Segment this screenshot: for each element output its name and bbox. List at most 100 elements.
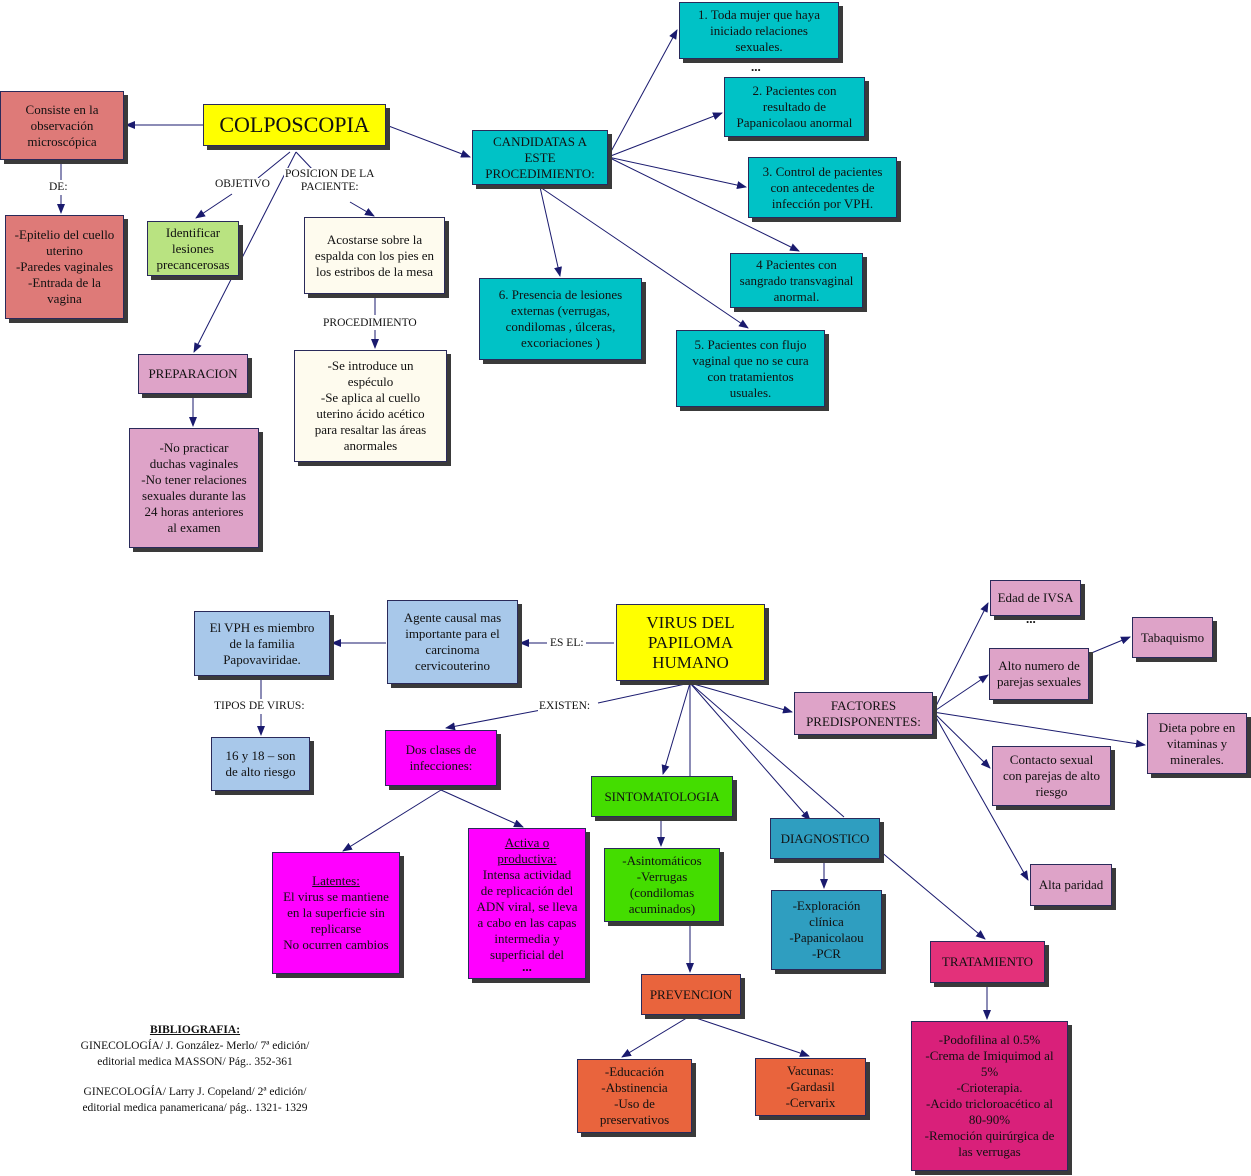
alta-paridad-box: Alta paridad [1030,864,1112,906]
connector [539,186,749,329]
text-line: -Exploración [792,898,861,913]
text-line: Identificar [165,224,221,240]
text-line: anormal. [773,288,820,304]
connector [689,1015,810,1057]
text-line: Papovaviridae. [223,651,301,667]
ellipsis: ... [751,59,761,74]
connector [342,789,442,852]
connector [689,682,811,821]
contacto-box: Contacto sexual con parejas de alto ries… [992,746,1111,806]
text-line: uterino ácido acético [316,406,425,421]
connector [607,29,678,158]
connector [440,789,524,828]
text-line: infecciones: [409,758,473,773]
text-line: a cabo en las capas [477,915,577,930]
bibliografia-title: BIBLIOGRAFIA: [149,1024,241,1036]
procedimiento-label: PROCEDIMIENTO [322,317,418,330]
text-line: de replicación del [480,883,574,898]
agente-box: Agente causal mas importante para el car… [387,600,518,684]
text-line: sexuales durante las [142,488,246,503]
text-line: No ocurren cambios [283,937,389,952]
edad-box: Edad de IVSA [990,580,1081,616]
posicion-label: POSICION DE LA PACIENTE: [284,168,376,194]
diagnostico-title-box: DIAGNOSTICO [770,818,880,859]
connector [689,682,793,714]
tratamiento-title-box: TRATAMIENTO [930,941,1045,983]
text-line: (condilomas [629,885,695,900]
text-line: Acostarse sobre la [326,231,423,247]
infecciones-box: Dos clases de infecciones: [385,730,497,786]
connector [445,709,542,731]
tratamiento-box: -Podofilina al 0.5% -Crema de Imiquimod … [911,1021,1068,1171]
tabaquismo-text: Tabaquismo [1140,629,1205,645]
text-line: de la familia [229,635,295,651]
candidata-3-box: 3. Control de pacientes con antecedentes… [748,157,897,218]
text-line: minerales. [1170,751,1224,767]
text-line: Agente causal mas [403,610,502,625]
text-line: -Epitelio del cuello [14,227,115,242]
text-line: sangrado transvaginal [739,272,854,288]
text-line: externas (verrugas, [511,303,610,318]
alta-paridad-text: Alta paridad [1038,877,1104,892]
latentes-heading: Latentes: [312,873,360,888]
tipos-label: TIPOS DE VIRUS: [213,700,306,713]
tratamiento-title: TRATAMIENTO [941,954,1034,969]
text-line: con parejas de alto [1002,768,1101,783]
text-line: uterino [46,243,83,258]
text-line: sexuales. [735,38,783,54]
sintomas-box: -Asintomáticos -Verrugas (condilomas acu… [604,848,720,922]
activa-box: Activa o productiva: Intensa actividad d… [468,828,586,979]
epitelio-box: -Epitelio del cuello uterino -Paredes va… [5,215,124,319]
text-line: Intensa actividad [482,867,572,882]
text-line: El VPH es miembro [209,619,315,635]
text-line: Contacto sexual [1009,752,1094,767]
factores-box: FACTORES PREDISPONENTES: [794,692,933,735]
text-line: -Remoción quirúrgica de [924,1128,1055,1143]
text-line: PACIENTE: [300,181,359,193]
text-line: Dos clases de [405,742,477,757]
text-line: Dieta pobre en [1158,719,1236,735]
text-line: iniciado relaciones [710,22,808,38]
candidata-4-box: 4 Pacientes con sangrado transvaginal an… [730,253,863,308]
preparacion-title-box: PREPARACION [138,354,248,394]
text-line: para resaltar las áreas [314,422,427,437]
prevencion-title-box: PREVENCION [641,974,741,1015]
connector [661,682,691,775]
text-line: -Gardasil [786,1079,835,1094]
text-line: parejas sexuales [996,674,1082,689]
text-line: ESTE [524,149,556,165]
text-line: infección por VPH. [771,195,874,211]
text-line: carcinoma [425,642,480,657]
text-line: espéculo [347,374,394,389]
text-line: importante para el [405,626,500,641]
text-line: intermedia y [494,931,560,946]
text-line: CANDIDATAS A [493,133,587,149]
candidata-1-box: 1. Toda mujer que haya iniciado relacion… [679,2,839,59]
text-line: 3. Control de pacientes [762,163,883,179]
text-line: -Abstinencia [601,1080,668,1095]
text-line: -Cervarix [785,1095,836,1110]
text-line: preservativos [599,1112,670,1127]
text-line: 5% [980,1064,999,1079]
colposcopia-title: COLPOSCOPIA [219,112,370,137]
text-line: excoriaciones ) [520,335,601,350]
text-line: -Acido tricloroacético al [925,1096,1054,1111]
text-line: 24 horas anteriores [144,504,244,519]
connector [932,711,1146,748]
candidata-5-box: 5. Pacientes con flujo vaginal que no se… [676,330,825,407]
text-line: condilomas , úlceras, [505,319,616,334]
candidatas-box: CANDIDATAS A ESTE PROCEDIMIENTO: [472,130,608,185]
alto-numero-box: Alto numero de parejas sexuales [989,648,1089,700]
text-line: HUMANO [652,652,729,672]
text-line: Vacunas: [787,1063,834,1078]
text-line: PROCEDIMIENTO: [485,165,595,181]
text-line: los estribos de la mesa [316,263,433,279]
text-line: clínica [809,914,844,929]
text-line: Papanicolaou anormal [736,115,853,130]
connector [607,156,800,252]
vacunas-box: Vacunas: -Gardasil -Cervarix [755,1058,866,1116]
text-line: acuminados) [628,901,696,916]
text-line: -Asintomáticos [622,853,702,868]
text-line: usuales. [729,384,772,400]
connector [195,193,233,219]
